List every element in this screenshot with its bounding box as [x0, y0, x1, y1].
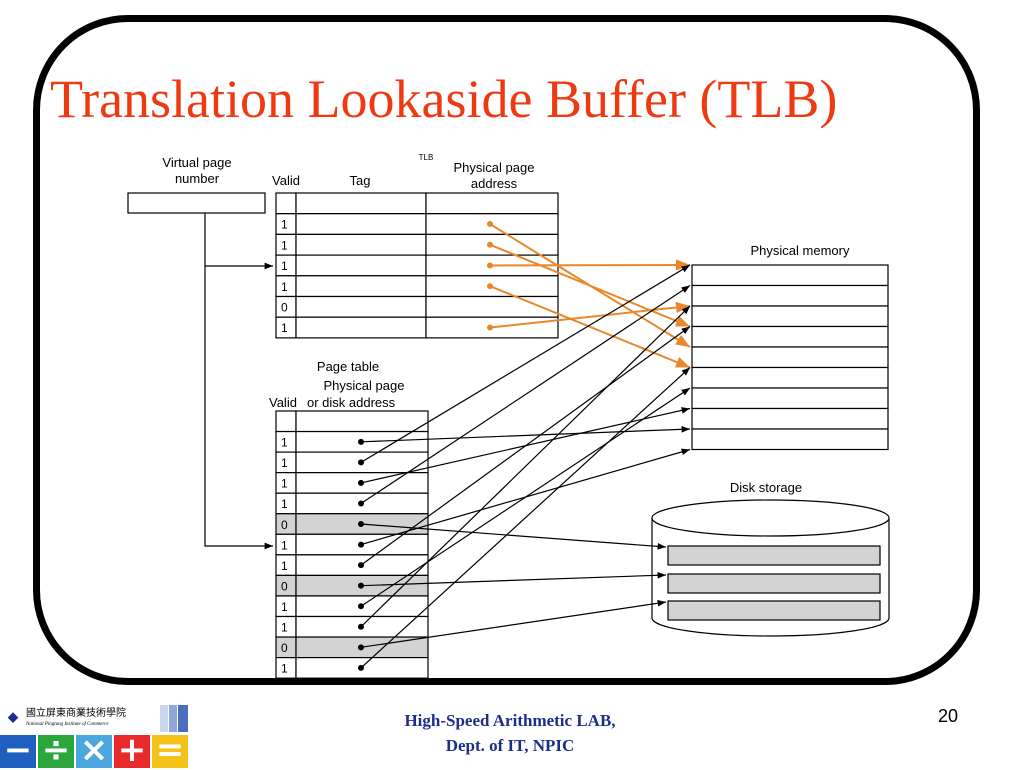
disk-storage	[652, 500, 889, 636]
physical-memory-label: Physical memory	[751, 243, 850, 258]
tlb-tag-cell	[296, 255, 426, 276]
divide-tile-icon: ÷	[38, 735, 74, 768]
page-table-valid-bit: 0	[281, 518, 288, 532]
tlb-valid-cell	[276, 193, 296, 214]
tlb-tag-cell	[296, 193, 426, 214]
tlb-valid-bit: 0	[281, 301, 288, 315]
vpn-line-to-page-table	[205, 266, 273, 546]
virtual-page-label: Virtual page	[162, 155, 231, 170]
page-table-valid-bit: 1	[281, 621, 288, 635]
memory-row	[692, 286, 888, 307]
page-table-valid-bit: 1	[281, 559, 288, 573]
page-table-col-physical: Physical page	[324, 378, 405, 393]
memory-row	[692, 265, 888, 286]
memory-row	[692, 409, 888, 430]
page-table-label: Page table	[317, 359, 379, 374]
vpn-line-to-tlb	[205, 213, 273, 266]
tlb-valid-bit: 1	[281, 218, 288, 232]
school-emblem-icon: ◆	[4, 710, 22, 724]
tlb-tag-cell	[296, 297, 426, 318]
memory-row	[692, 368, 888, 389]
slide-title: Translation Lookaside Buffer (TLB)	[50, 68, 980, 130]
memory-row	[692, 347, 888, 368]
page-table-valid-bit: 1	[281, 600, 288, 614]
tlb-physical-cell	[426, 193, 558, 214]
tlb-col-tag: Tag	[350, 173, 371, 188]
memory-row	[692, 306, 888, 327]
tlb-tag-cell	[296, 234, 426, 255]
page-table: 1 1 1 1 0 1 1 0 1 1 0 1	[276, 411, 428, 678]
page-table-valid-bit: 1	[281, 477, 288, 491]
page-table-valid-bit: 1	[281, 662, 288, 676]
tlb-col-physical: Physical page	[454, 160, 535, 175]
tlb-col-physical-2: address	[471, 176, 518, 191]
tlb-valid-bit: 1	[281, 238, 288, 252]
footer-line-2: Dept. of IT, NPIC	[360, 733, 660, 758]
physical-memory	[692, 265, 888, 450]
page-table-address-cell	[296, 411, 428, 432]
page-table-valid-bit: 1	[281, 538, 288, 552]
school-name-zh: 國立屏東商業技術學院	[26, 708, 126, 719]
page-table-valid-cell	[276, 411, 296, 432]
memory-row	[692, 429, 888, 450]
page-table-valid-bit: 0	[281, 579, 288, 593]
virtual-page-label-2: number	[175, 171, 220, 186]
page-table-valid-bit: 1	[281, 436, 288, 450]
page-table-col-valid: Valid	[269, 395, 297, 410]
math-symbol-tiles: − ÷ × + =	[0, 735, 190, 768]
multiply-tile-icon: ×	[76, 735, 112, 768]
page-table-col-physical-2: or disk address	[307, 395, 396, 410]
page-table-valid-bit: 1	[281, 456, 288, 470]
logo-bars-icon	[160, 705, 190, 732]
memory-row	[692, 327, 888, 348]
tlb-tag-cell	[296, 276, 426, 297]
memory-row	[692, 388, 888, 409]
footer-lab: High-Speed Arithmetic LAB, Dept. of IT, …	[360, 708, 660, 758]
school-logo: 國立屏東商業技術學院 National Pingtung Institute o…	[26, 708, 126, 730]
plus-tile-icon: +	[114, 735, 150, 768]
tlb-valid-bit: 1	[281, 280, 288, 294]
equals-tile-icon: =	[152, 735, 188, 768]
tlb-physical-cell	[426, 297, 558, 318]
page-number: 20	[938, 706, 958, 727]
tlb-tag-cell	[296, 214, 426, 235]
disk-block	[668, 601, 880, 620]
school-name-en: National Pingtung Institute of Commerce	[26, 719, 126, 730]
minus-tile-icon: −	[0, 735, 36, 768]
tlb-col-valid: Valid	[272, 173, 300, 188]
disk-top	[652, 500, 889, 536]
page-table-valid-bit: 1	[281, 497, 288, 511]
disk-block	[668, 546, 880, 565]
disk-block	[668, 574, 880, 593]
tlb-tag-cell	[296, 317, 426, 338]
tlb-valid-bit: 1	[281, 259, 288, 273]
tlb-label: TLB	[419, 153, 434, 162]
disk-storage-label: Disk storage	[730, 480, 802, 495]
page-table-valid-bit: 0	[281, 641, 288, 655]
tlb-valid-bit: 1	[281, 321, 288, 335]
footer-line-1: High-Speed Arithmetic LAB,	[360, 708, 660, 733]
virtual-page-number-box	[128, 193, 265, 213]
